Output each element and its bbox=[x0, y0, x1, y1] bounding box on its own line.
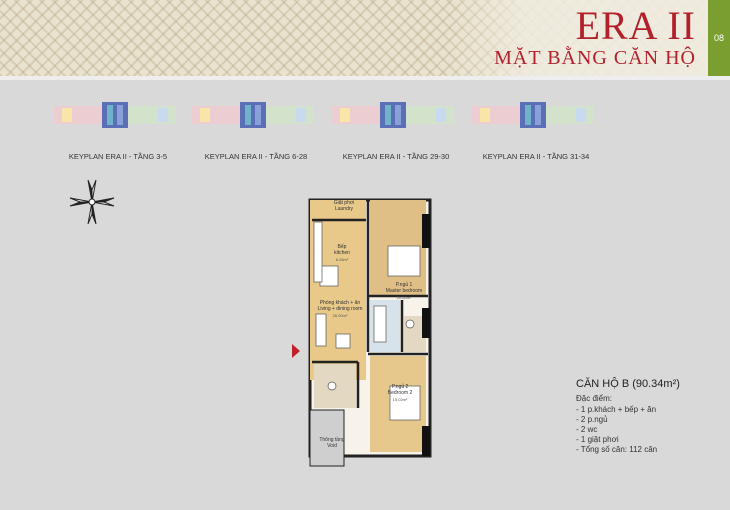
keyplan-3-caption: KEYPLAN ERA II - TẦNG 29-30 bbox=[342, 152, 450, 161]
bedroom-2-label: P.ngủ 2 Bedroom 2 bbox=[387, 384, 413, 396]
keyplan-1: KEYPLAN ERA II - TẦNG 3-5 bbox=[54, 92, 176, 161]
keyplan-1-diagram bbox=[54, 102, 176, 128]
feature-item: 2 wc bbox=[576, 425, 726, 435]
keyplan-2-diagram bbox=[192, 102, 314, 128]
kitchen-label: Bếp kitchen bbox=[334, 244, 350, 256]
features-list: 1 p.khách + bếp + ăn 2 p.ngủ 2 wc 1 giặt… bbox=[576, 405, 726, 455]
keyplan-3-diagram bbox=[332, 102, 454, 128]
living-room-area: 26.00m² bbox=[332, 313, 348, 318]
feature-item: 1 giặt phơi bbox=[576, 435, 726, 445]
keyplan-2-caption: KEYPLAN ERA II - TẦNG 6-28 bbox=[204, 152, 308, 161]
floor-plan bbox=[292, 198, 432, 467]
keyplan-3: KEYPLAN ERA II - TẦNG 29-30 bbox=[332, 92, 454, 161]
feature-item: 1 p.khách + bếp + ăn bbox=[576, 405, 726, 415]
keyplan-4-diagram bbox=[472, 102, 594, 128]
master-bedroom-area: 20.60m² bbox=[396, 295, 412, 300]
kitchen-area: 6.26m² bbox=[335, 257, 349, 262]
laundry-label: Giặt phơi Laundry bbox=[333, 200, 355, 212]
bedroom-2-area: 15.02m² bbox=[392, 397, 408, 402]
feature-item: Tổng số căn: 112 căn bbox=[576, 445, 726, 455]
keyplan-4: KEYPLAN ERA II - TẦNG 31-34 bbox=[472, 92, 594, 161]
unit-info: CĂN HỘ B (90.34m²) Đặc điểm: 1 p.khách +… bbox=[576, 378, 726, 455]
page-subtitle: MẶT BẰNG CĂN HỘ bbox=[494, 47, 696, 69]
feature-item: 2 p.ngủ bbox=[576, 415, 726, 425]
header-divider bbox=[0, 76, 730, 80]
unit-title: CĂN HỘ B (90.34m²) bbox=[576, 378, 680, 390]
void-label: Thông tầng Void bbox=[319, 437, 345, 449]
page-number-tab: 08 bbox=[708, 0, 730, 76]
features-label: Đặc điểm: bbox=[576, 394, 613, 403]
page-title: ERA II bbox=[575, 3, 696, 48]
compass-icon bbox=[69, 179, 115, 225]
keyplan-4-caption: KEYPLAN ERA II - TẦNG 31-34 bbox=[482, 152, 590, 161]
master-bedroom-label: P.ngủ 1 Master bedroom bbox=[385, 282, 423, 294]
keyplan-2: KEYPLAN ERA II - TẦNG 6-28 bbox=[192, 92, 314, 161]
living-room-label: Phòng khách + ăn Living + dining room bbox=[317, 300, 363, 312]
title-plate bbox=[448, 0, 708, 76]
keyplan-1-caption: KEYPLAN ERA II - TẦNG 3-5 bbox=[68, 152, 168, 161]
page-number: 08 bbox=[713, 33, 724, 43]
